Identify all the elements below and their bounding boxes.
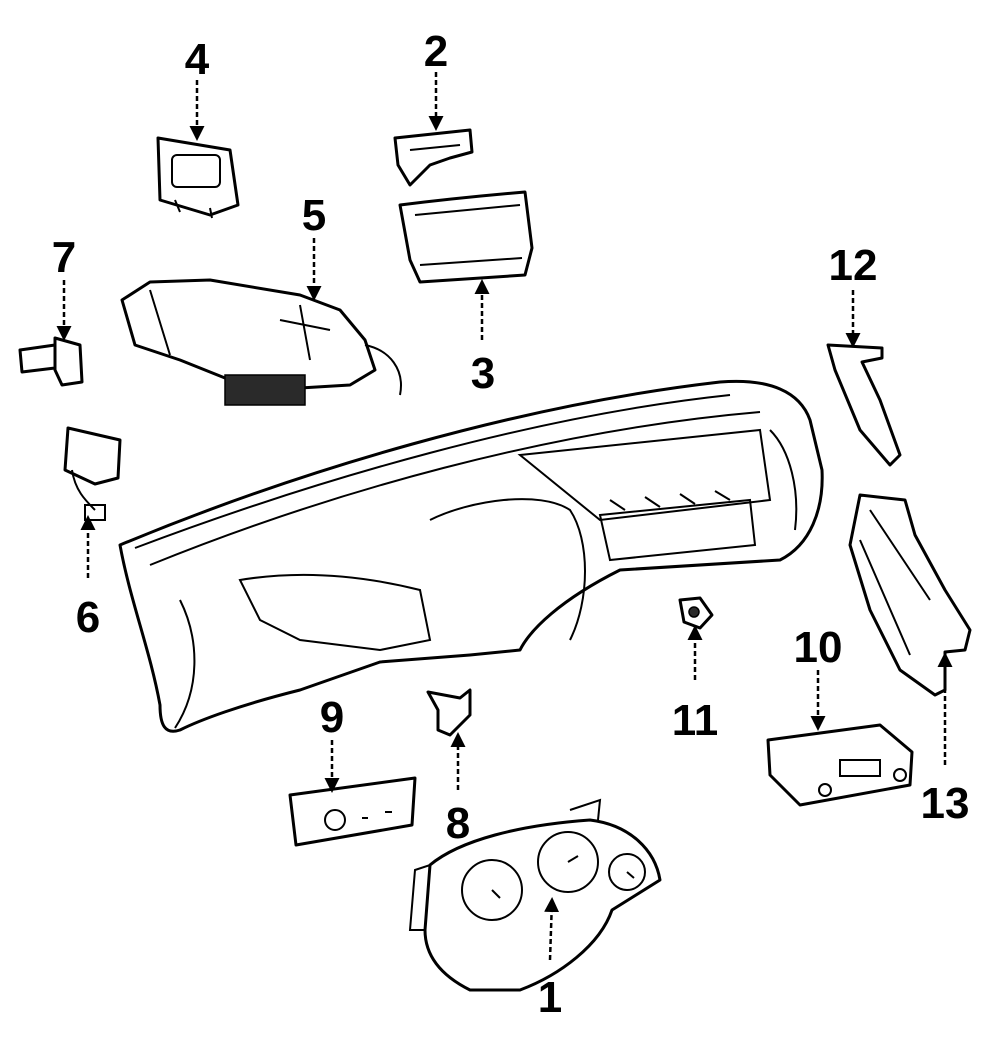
callout-3: 3	[471, 349, 495, 398]
callout-8: 8	[446, 799, 470, 848]
callout-10: 10	[794, 623, 843, 672]
callout-7: 7	[52, 233, 76, 282]
callout-5: 5	[302, 191, 326, 240]
hvac-housing-part	[120, 278, 402, 406]
callout-1: 1	[538, 973, 562, 1022]
sensor-part	[678, 596, 714, 630]
leader-1	[544, 897, 560, 961]
callout-labels: 1 2 3 4 5 6 7 8 9 10 11 12 13	[52, 27, 970, 1022]
callout-2: 2	[424, 27, 448, 76]
callout-4: 4	[185, 35, 210, 84]
bracket-clip-part	[426, 688, 472, 737]
callout-9: 9	[320, 693, 344, 742]
connector-part	[18, 336, 84, 387]
glove-box-bracket-part	[393, 128, 474, 187]
side-trim-panel-part	[848, 493, 972, 697]
instrument-cluster-part	[408, 798, 662, 992]
leader-lines	[56, 72, 953, 961]
callout-11: 11	[672, 696, 719, 745]
reinforcement-bracket-part	[826, 343, 902, 467]
callout-13: 13	[921, 779, 970, 828]
switch-module-part	[156, 136, 240, 219]
callout-12: 12	[829, 241, 878, 290]
control-module-part	[63, 426, 122, 521]
radio-control-part	[766, 723, 914, 807]
callout-6: 6	[76, 593, 100, 642]
headlamp-switch-part	[288, 776, 417, 847]
instrument-panel-part	[118, 379, 824, 733]
glove-box-door-part	[398, 190, 534, 284]
